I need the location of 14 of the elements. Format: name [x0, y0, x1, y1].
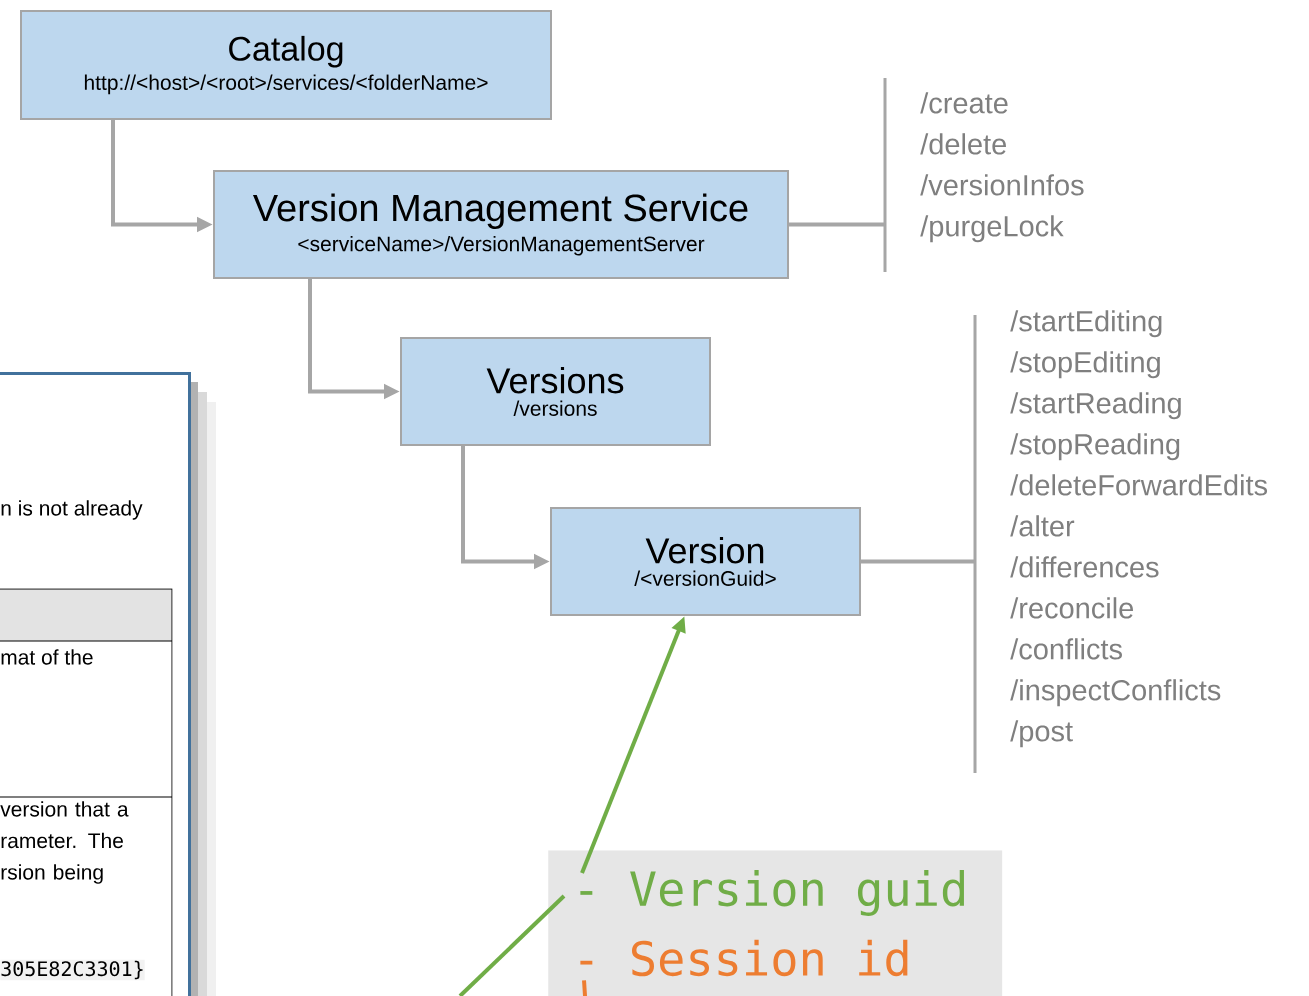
connector [861, 559, 975, 564]
connector [458, 894, 566, 996]
service-box: Versions /versions [400, 337, 711, 446]
note-text: - Version guid [580, 870, 964, 916]
note-text: - Session id [580, 939, 908, 977]
connector [582, 980, 587, 996]
connector [789, 222, 885, 227]
note-background [548, 850, 1003, 996]
service-box: Version Management Service <serviceName>/VersionManagementServer [213, 170, 789, 279]
service-box: Version /<versionGuid> [550, 507, 861, 616]
document-panel: n is not already mat of the version that a rameter. The rsion being 305E82C3301} [0, 372, 191, 996]
endpoint-list: /create /delete /versionInfos /purgeLock [920, 92, 1084, 243]
service-box: Catalog http://<host>/<root>/services/<folderName> [20, 10, 552, 120]
endpoint-list: /startEditing /stopEditing /startReading /stopReading /deleteForwardEdits /alter /differences /reconcile /conflicts /inspectConflicts /post [1010, 310, 1268, 748]
